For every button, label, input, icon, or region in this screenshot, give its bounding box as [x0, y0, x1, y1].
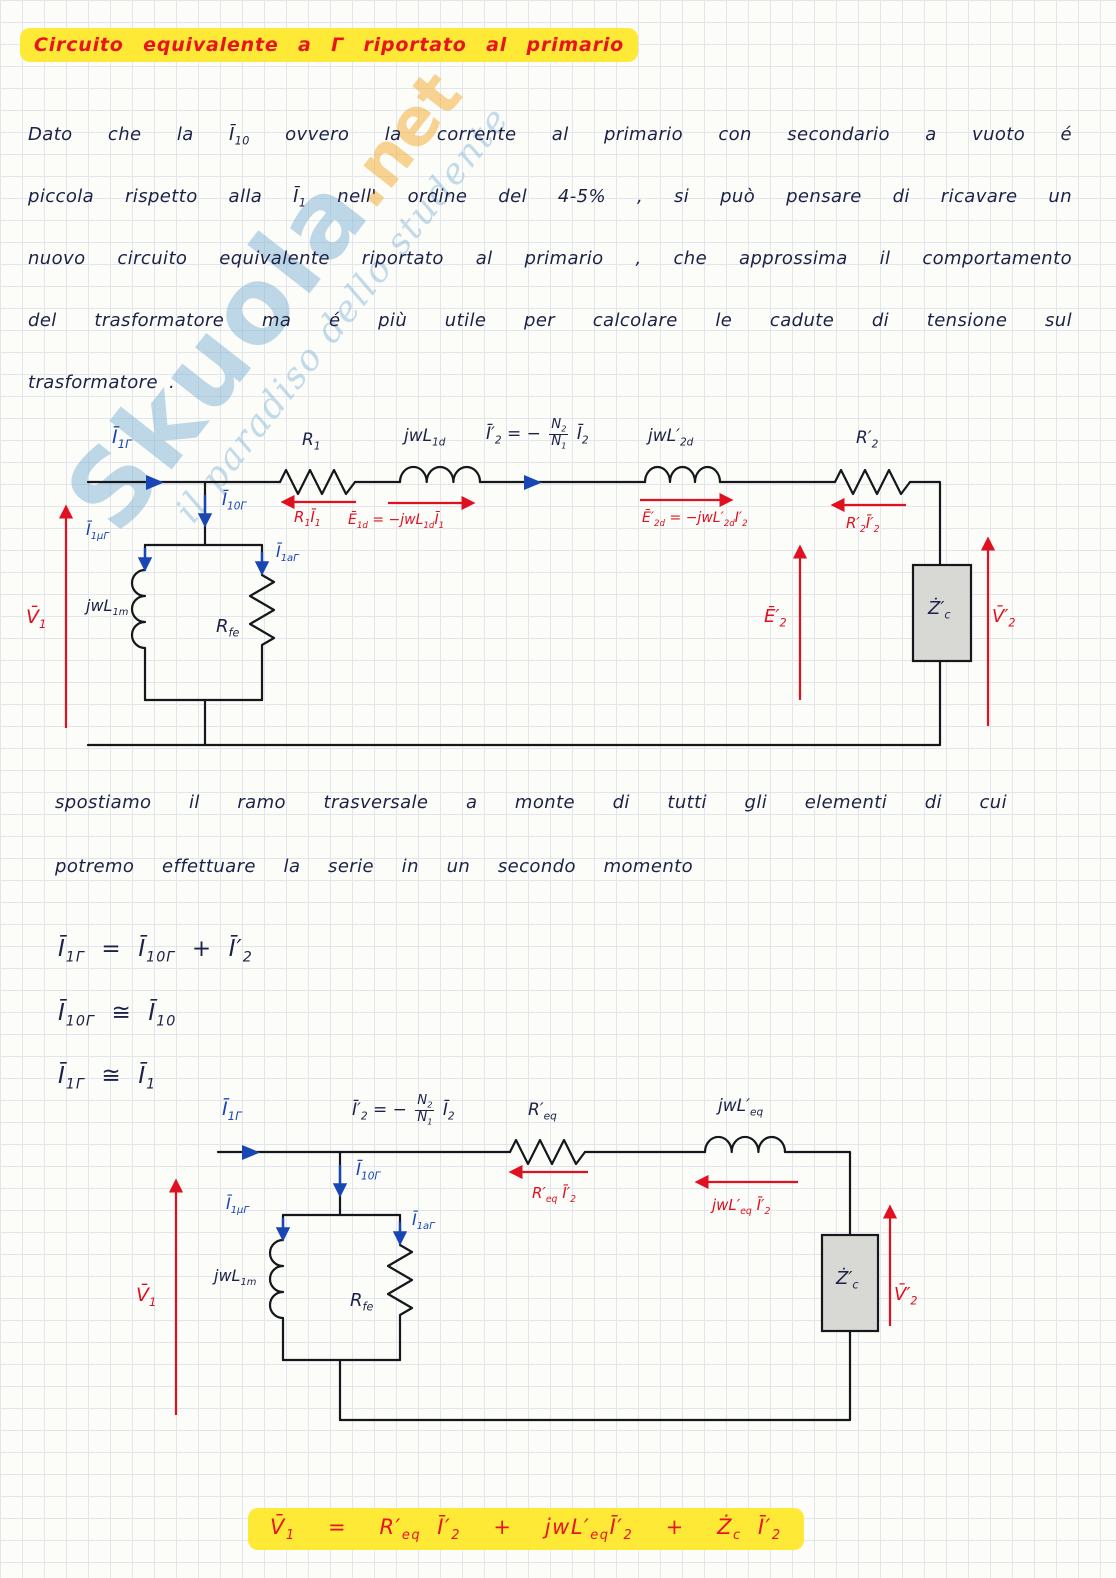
paragraph-line: Dato che la Ī10 ovvero la corrente al pr… — [28, 124, 1073, 148]
label-r1-drop: R1Ī1 — [294, 508, 321, 529]
paragraph-line: trasformatore . — [28, 372, 176, 393]
label-e2: Ē′2 — [764, 606, 787, 630]
label-zc: Ż′c — [836, 1268, 859, 1292]
equation-i10-approx: Ī10Γ ≅ Ī10 — [58, 1000, 177, 1030]
label-req: R′eq — [528, 1100, 557, 1123]
resistor-r2 — [833, 468, 912, 496]
label-r1: R1 — [302, 430, 321, 453]
label-leq-drop: jwL′eq Ī′2 — [712, 1196, 771, 1217]
page-title: Circuito equivalente a Γ riportato al pr… — [20, 28, 638, 62]
wire — [338, 1329, 852, 1422]
label-v2: V̄′2 — [992, 606, 1016, 630]
label-i10-gamma: Ī10Γ — [356, 1160, 381, 1183]
current-arrow-i2 — [524, 475, 542, 490]
label-jwl2d: jwL′2d — [648, 426, 694, 449]
label-jwl1m: jwL1m — [214, 1266, 257, 1289]
inductor-l1d — [398, 465, 482, 484]
label-rfe: Rfe — [350, 1290, 374, 1314]
paragraph-line: spostiamo il ramo trasversale a monte di… — [55, 792, 1007, 813]
paragraph-line: del trasformatore ma é più utile per cal… — [28, 310, 1072, 331]
inductor-l1m — [130, 543, 147, 702]
equation-i1-approx: Ī1Γ ≅ Ī1 — [58, 1063, 157, 1093]
circuit2-voltage-arrows — [168, 1164, 898, 1415]
label-i1-gamma: Ī1Γ — [222, 1098, 242, 1123]
label-jwl1d: jwL1d — [404, 426, 446, 449]
equation-current-sum: Ī1Γ = Ī10Γ + Ī′2 — [58, 936, 253, 966]
current-arrow-i1 — [146, 475, 164, 490]
label-v1: V̄1 — [136, 1284, 157, 1309]
inductor-l2d — [643, 465, 722, 484]
label-i1-mu-gamma: Ī1μΓ — [86, 520, 109, 543]
label-i10-gamma: Ī10Γ — [222, 490, 247, 513]
circuit1-current-arrows — [137, 475, 542, 576]
paragraph-line: potremo effettuare la serie in un second… — [55, 856, 693, 877]
watermark-logo: Skuola.net — [42, 27, 490, 553]
resistor-r1 — [278, 468, 357, 496]
label-v2: V̄′2 — [894, 1284, 918, 1308]
current-arrow-i1 — [242, 1145, 260, 1160]
circuit1-wires — [86, 465, 942, 747]
circuit2-wires — [216, 1135, 852, 1422]
label-i1-gamma: Ī1Γ — [112, 426, 132, 451]
inductor-leq — [703, 1135, 787, 1154]
label-i1-mu-gamma: Ī1μΓ — [226, 1194, 249, 1217]
inductor-l1m — [268, 1213, 285, 1362]
watermark: Skuola.net il paradiso dello studente — [42, 27, 518, 574]
resistor-req — [508, 1138, 587, 1166]
wire — [783, 1150, 852, 1237]
wire — [908, 480, 942, 567]
wire — [86, 659, 942, 747]
resistor-rfe — [386, 1213, 414, 1362]
label-e2d: Ē′2d = −jwL′2dI′2 — [642, 510, 748, 529]
paragraph-line: nuovo circuito equivalente riportato al … — [28, 248, 1072, 269]
paragraph-line: piccola rispetto alla Ī1 nell' ordine de… — [28, 186, 1072, 210]
label-e1d: Ē1d = −jwL1dĪ1 — [348, 512, 445, 531]
label-i1-a-gamma: Ī1aΓ — [412, 1210, 435, 1233]
label-v1: V̄1 — [26, 606, 47, 631]
label-zc: Ż′c — [928, 598, 951, 622]
label-r2: R′2 — [856, 428, 879, 451]
watermark-brand: Skuola — [42, 152, 393, 554]
label-jwl1m: jwL1m — [86, 596, 129, 619]
label-rfe: Rfe — [216, 616, 240, 640]
label-i1-a-gamma: Ī1aΓ — [276, 542, 299, 565]
label-req-drop: R′eq Ī′2 — [532, 1184, 576, 1205]
label-r2-drop: R′2Ī′2 — [846, 514, 880, 535]
final-equation: V̄1 = R′eq Ī′2 + jwL′eqĪ′2 + Żc Ī′2 — [248, 1508, 804, 1551]
label-jwleq: jwL′eq — [718, 1096, 764, 1119]
resistor-rfe — [248, 543, 276, 702]
